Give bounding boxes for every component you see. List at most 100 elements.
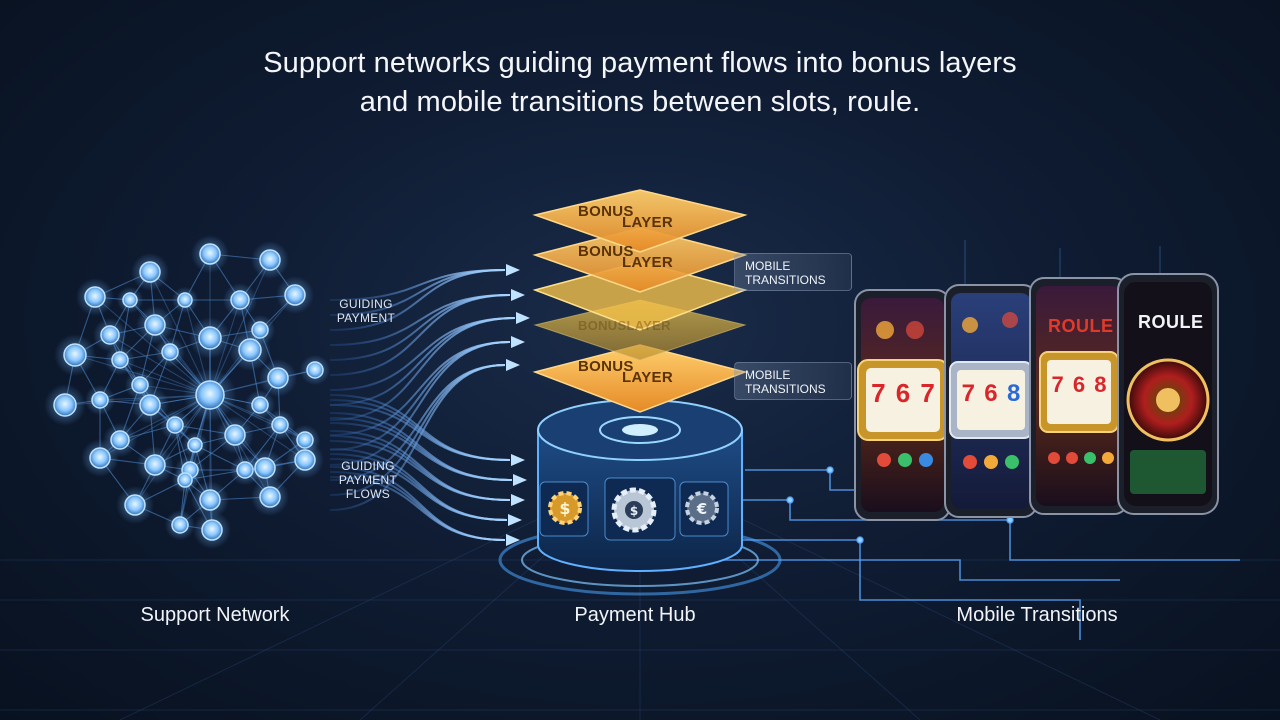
layer-word: LAYER — [622, 214, 673, 231]
reel-digit: 8 — [1006, 380, 1021, 407]
caption-mobile-transitions: Mobile Transitions — [956, 604, 1118, 626]
faded-layer-word: BONUSLAYER — [578, 318, 671, 333]
network-node — [191, 481, 229, 519]
flow-label-upper-line-2: PAYMENT — [336, 311, 396, 325]
flow-arrow — [329, 458, 508, 521]
reel-digit: 6 — [895, 378, 911, 408]
flow-arrow — [329, 440, 511, 501]
coin-gear-icon: $ — [611, 487, 657, 533]
reel-digit: 7 — [871, 378, 886, 408]
flow-label-lower-line-3: FLOWS — [345, 487, 391, 501]
flow-arrow-head — [516, 312, 530, 324]
dollar-gear-icon: $ — [548, 491, 582, 525]
flow-arrow — [329, 422, 513, 481]
title-line-1: Support networks guiding payment flows i… — [263, 47, 1017, 79]
network-node — [251, 241, 289, 279]
network-node — [222, 282, 258, 318]
network-node — [216, 416, 254, 454]
network-node — [54, 334, 96, 376]
flow-arrow-head — [508, 514, 522, 526]
reel-digit: 7 — [920, 378, 935, 408]
flow-arrow — [329, 269, 506, 331]
flow-arrow-head — [506, 359, 520, 371]
caption-payment-hub: Payment Hub — [574, 604, 696, 626]
network-node — [171, 466, 199, 494]
network-node — [131, 253, 169, 291]
support-network-nodes — [44, 235, 331, 549]
slot-reels-phone-1: 7 6 7 — [866, 378, 940, 409]
flow-label-lower-line-1: GUIDING — [341, 459, 395, 473]
network-node — [76, 278, 114, 316]
network-node — [171, 286, 199, 314]
network-node — [116, 286, 144, 314]
phone-backdrop-lines — [964, 240, 1161, 285]
network-node — [181, 431, 209, 459]
bonus-word: BONUS — [578, 358, 634, 375]
payment-flow-arrows — [329, 264, 530, 546]
roule-label-phone-3: ROULE — [1048, 316, 1114, 336]
flow-label-upper-line-1: GUIDING — [339, 297, 393, 311]
reel-digit: 8 — [1094, 372, 1107, 397]
flow-arrow-head — [511, 289, 525, 301]
mobile-transitions-tag-lower: MOBILE TRANSITIONS — [734, 362, 852, 400]
network-node — [131, 386, 169, 424]
bonus-layer-top — [532, 189, 748, 253]
bonus-layer-stack — [532, 189, 748, 413]
tag-line-2: TRANSITIONS — [745, 273, 826, 287]
phone-3 — [1029, 277, 1129, 515]
layer-word: LAYER — [622, 254, 673, 271]
network-node — [299, 354, 331, 386]
svg-text:$: $ — [559, 499, 570, 518]
bonus-layer-label-bottom: BONUS LAYER — [578, 358, 673, 386]
reel-digit: 6 — [1072, 372, 1086, 397]
flow-arrow — [329, 341, 511, 466]
reel-digit: 7 — [1051, 372, 1064, 397]
bonus-layer-label-top: BONUS LAYER — [578, 203, 673, 231]
network-node — [189, 317, 231, 359]
network-node — [193, 511, 231, 549]
flow-arrow — [329, 364, 506, 511]
roule-label-phone-4: ROULE — [1138, 312, 1204, 332]
network-node — [276, 276, 314, 314]
network-node — [116, 486, 154, 524]
slot-reels-phone-3: 7 6 8 — [1047, 372, 1111, 398]
network-node — [136, 446, 174, 484]
flow-arrow-head — [511, 454, 525, 466]
flow-arrow — [329, 404, 511, 461]
network-node — [164, 509, 196, 541]
phone-2 — [944, 284, 1038, 518]
network-node — [286, 441, 324, 479]
bonus-layer-label-faded: BONUSLAYER — [578, 318, 671, 333]
bonus-layer-bottom — [532, 344, 748, 413]
caption-support-network: Support Network — [140, 604, 290, 626]
network-node — [229, 329, 271, 371]
diagram-title: Support networks guiding payment flows i… — [0, 44, 1280, 122]
bonus-layer-label-second: BONUS LAYER — [578, 243, 673, 271]
flow-arrow — [329, 269, 506, 301]
network-node — [44, 384, 86, 426]
flow-arrow — [329, 294, 511, 376]
network-node — [84, 384, 116, 416]
svg-text:$: $ — [630, 504, 638, 518]
bonus-word: BONUS — [578, 243, 634, 260]
network-node — [191, 235, 229, 273]
network-node — [183, 368, 237, 422]
euro-gear-icon: € — [685, 491, 719, 525]
flow-label-lower-line-2: PAYMENT — [338, 473, 398, 487]
svg-text:€: € — [696, 500, 707, 518]
network-node — [251, 478, 289, 516]
reel-digit: 6 — [984, 380, 998, 407]
flow-arrow-head — [511, 494, 525, 506]
network-node — [264, 409, 296, 441]
slot-reels-phone-2: 7 6 8 — [957, 380, 1025, 408]
flow-arrow-head — [506, 534, 520, 546]
network-node — [81, 439, 119, 477]
network-node — [104, 344, 136, 376]
payment-hub: $ $ € — [498, 399, 782, 596]
phone-4 — [1117, 273, 1219, 515]
network-node — [159, 409, 191, 441]
flow-arrow-head — [506, 264, 520, 276]
flow-label-lower: GUIDING PAYMENT FLOWS — [330, 459, 406, 501]
mobile-transitions-tag-upper: MOBILE TRANSITIONS — [734, 253, 852, 291]
